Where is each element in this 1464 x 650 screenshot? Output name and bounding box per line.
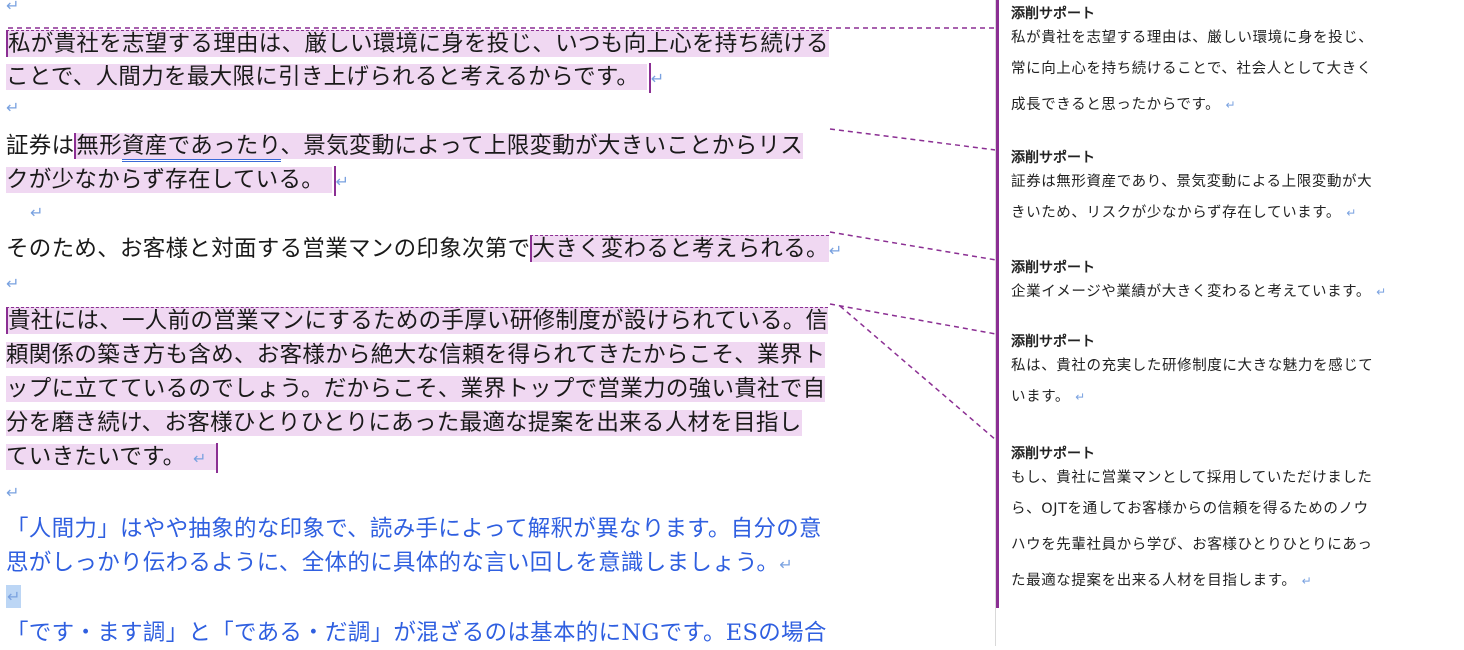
highlight-2-text-a: 無形 [76, 133, 123, 159]
highlight-4b[interactable]: 頼関係の築き方も含め、お客様から絶大な信頼を得られてきたからこそ、業界ト [6, 342, 826, 368]
comment-text: 常に向上心を持ち続けることで、社会人として大きく [1011, 61, 1372, 77]
comment-text: ハウを先輩社員から学び、お客様ひとりひとりにあっ [1011, 537, 1373, 553]
highlight-4c[interactable]: ップに立てているのでしょう。だからこそ、業界トップで営業力の強い貴社で自 [6, 376, 826, 402]
comment-3[interactable]: 添削サポート 企業イメージや業績が大きく変わると考えています。 ↵ [1011, 257, 1451, 305]
connector-4 [829, 303, 997, 335]
paragraph-mark: ↵ [6, 483, 20, 502]
comment-text: 証券は無形資産であり、景気変動による上限変動が大 [1011, 174, 1373, 190]
paragraph-mark: ↵ [1346, 206, 1357, 220]
connector-2 [829, 128, 997, 151]
comment-text: た最適な提案を出来る人材を目指します。 ↵ [1011, 563, 1451, 599]
comment-author: 添削サポート [1011, 150, 1095, 166]
comment-author: 添削サポート [1011, 260, 1095, 276]
comment-text-line: 企業イメージや業績が大きく変わると考えています。 [1011, 284, 1371, 300]
note1-line2[interactable]: 思がしっかり伝わるように、全体的に具体的な言い回しを意識しましょう。↵ [6, 546, 793, 582]
comment-author: 添削サポート [1011, 334, 1095, 350]
note2-line1[interactable]: 「です・ます調」と「である・だ調」が混ざるのは基本的にNGです。ESの場合 [6, 620, 827, 646]
para4-line5[interactable]: ていきたいです。 ↵ [6, 440, 219, 476]
comment-text: 私が貴社を志望する理由は、厳しい環境に身を投じ、 [1011, 30, 1374, 46]
paragraph-mark: ↵ [6, 0, 20, 15]
para3-prefix: そのため、お客様と対面する営業マンの印象次第で [6, 236, 531, 262]
para1-line1[interactable]: 私が貴社を志望する理由は、厳しい環境に身を投じ、いつも向上心を持ち続ける [6, 27, 829, 61]
note1-line2-text: 思がしっかり伝わるように、全体的に具体的な言い回しを意識しましょう。 [6, 550, 780, 576]
pane-divider [995, 0, 996, 646]
paragraph-mark: ↵ [335, 172, 350, 191]
comment-anchor-1 [648, 63, 651, 93]
highlight-1b[interactable]: ことで、人間力を最大限に引き上げられると考えるからです。 [6, 64, 640, 90]
highlight-4d[interactable]: 分を磨き続け、お客様ひとりひとりにあった最適な提案を出来る人材を目指し [6, 410, 802, 436]
comment-2[interactable]: 添削サポート 証券は無形資産であり、景気変動による上限変動が大 きいため、リスク… [1011, 147, 1451, 231]
note1-line1[interactable]: 「人間力」はやや抽象的な印象で、読み手によって解釈が異なります。自分の意 [6, 516, 822, 542]
comment-text-line: います。 [1011, 389, 1070, 405]
comment-text-line: 成長できると思ったからです。 [1011, 97, 1221, 113]
comment-text: きいため、リスクが少なからず存在しています。 ↵ [1011, 195, 1451, 231]
para2-prefix: 証券は [6, 133, 75, 159]
comment-text: 企業イメージや業績が大きく変わると考えています。 ↵ [1011, 279, 1451, 305]
comment-text: 私は、貴社の充実した研修制度に大きな魅力を感じて [1011, 358, 1374, 374]
highlight-2a[interactable]: 無形資産であったり、景気変動によって上限変動が大きいことからリス [74, 133, 804, 162]
comment-text: もし、貴社に営業マンとして採用していただけました [1011, 470, 1373, 486]
comment-5[interactable]: 添削サポート もし、貴社に営業マンとして採用していただけました ら、OJTを通し… [1011, 443, 1451, 599]
paragraph-mark: ↵ [6, 98, 20, 117]
connector-3 [829, 231, 997, 261]
comment-anchor-2 [333, 166, 336, 196]
comment-accent-bar [996, 0, 999, 608]
paragraph-mark: ↵ [192, 449, 207, 468]
comment-text: います。 ↵ [1011, 379, 1451, 415]
paragraph-mark: ↵ [6, 274, 20, 293]
grammar-underline[interactable]: 資産であったり [122, 133, 281, 162]
paragraph-mark: ↵ [779, 555, 793, 574]
para2-line1[interactable]: 証券は無形資産であったり、景気変動によって上限変動が大きいことからリス [6, 129, 804, 163]
comment-text-line: きいため、リスクが少なからず存在しています。 [1011, 205, 1342, 221]
para1-line2[interactable]: ことで、人間力を最大限に引き上げられると考えるからです。 ↵ [6, 60, 664, 96]
comment-text: 成長できると思ったからです。 ↵ [1011, 87, 1451, 123]
highlight-4e-text: ていきたいです。 [6, 444, 186, 470]
comment-author: 添削サポート [1011, 446, 1095, 462]
para4-line2[interactable]: 頼関係の築き方も含め、お客様から絶大な信頼を得られてきたからこそ、業界ト [6, 338, 826, 372]
highlight-4e[interactable]: ていきたいです。 ↵ [6, 443, 219, 473]
comment-anchor-4 [216, 443, 219, 473]
comment-1[interactable]: 添削サポート 私が貴社を志望する理由は、厳しい環境に身を投じ、 常に向上心を持ち… [1011, 3, 1451, 123]
highlight-3[interactable]: 大きく変わると考えられる。 [530, 235, 829, 262]
para2-line2[interactable]: クが少なからず存在している。 ↵ [6, 163, 349, 199]
paragraph-mark: ↵ [650, 69, 665, 88]
comment-text-line: た最適な提案を出来る人材を目指します。 [1011, 573, 1297, 589]
para3-line1[interactable]: そのため、お客様と対面する営業マンの印象次第で大きく変わると考えられる。↵ [6, 232, 843, 268]
para4-line3[interactable]: ップに立てているのでしょう。だからこそ、業界トップで営業力の強い貴社で自 [6, 372, 826, 406]
selected-paragraph-mark[interactable]: ↵ [6, 585, 22, 608]
para4-line4[interactable]: 分を磨き続け、お客様ひとりひとりにあった最適な提案を出来る人材を目指し [6, 406, 802, 440]
highlight-2-text-c: 、景気変動によって上限変動が大きいことからリス [280, 133, 804, 159]
paragraph-mark: ↵ [828, 241, 843, 260]
comment-author: 添削サポート [1011, 6, 1095, 22]
para4-line1[interactable]: 貴社には、一人前の営業マンにするための手厚い研修制度が設けられている。信 [6, 304, 829, 338]
comment-4[interactable]: 添削サポート 私は、貴社の充実した研修制度に大きな魅力を感じて います。 ↵ [1011, 331, 1451, 415]
paragraph-mark: ↵ [1225, 98, 1237, 112]
highlight-4a[interactable]: 貴社には、一人前の営業マンにするための手厚い研修制度が設けられている。信 [6, 307, 829, 334]
paragraph-mark: ↵ [1376, 285, 1387, 299]
highlight-1a[interactable]: 私が貴社を志望する理由は、厳しい環境に身を投じ、いつも向上心を持ち続ける [6, 30, 829, 57]
connector-5 [839, 305, 997, 441]
highlight-2b[interactable]: クが少なからず存在している。 [6, 167, 325, 193]
paragraph-mark: ↵ [30, 203, 44, 222]
comment-text: ら、OJTを通してお客様からの信頼を得るためのノウ [1011, 501, 1369, 517]
paragraph-mark: ↵ [1075, 390, 1086, 404]
paragraph-mark: ↵ [1301, 574, 1313, 588]
